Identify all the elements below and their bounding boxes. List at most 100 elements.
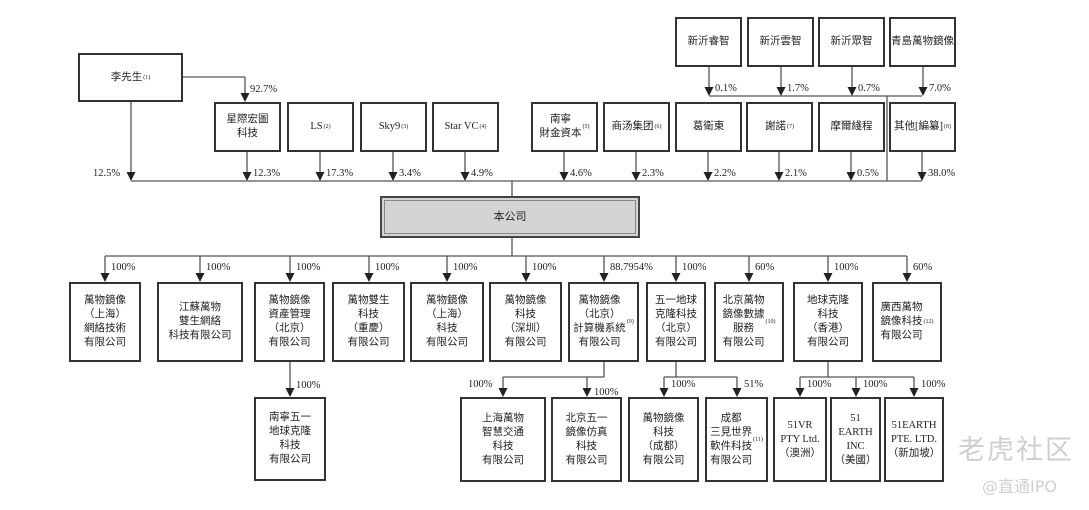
arrow-head <box>285 273 295 282</box>
ownership-percentage: 88.7954% <box>610 262 653 273</box>
top-holder-box: 新沂眾智 <box>818 17 885 67</box>
entity-name: 本公司 <box>493 211 527 223</box>
entity-name: 地球克隆 科技 （香港） 有限公司 <box>807 295 849 348</box>
footnote-ref: (5) <box>582 124 590 130</box>
entity-name: 李先生 <box>110 71 143 83</box>
footnote-ref: (3) <box>401 124 409 130</box>
footnote-ref: (2) <box>323 124 331 130</box>
founder-box: 李先生(1) <box>78 53 183 102</box>
ownership-percentage: 100% <box>296 262 321 273</box>
ownership-percentage: 7.0% <box>929 83 951 94</box>
entity-name: 上海萬物 智慧交通 科技 有限公司 <box>482 412 524 466</box>
ownership-percentage: 0.5% <box>857 168 879 179</box>
footnote-ref: (9) <box>626 319 634 325</box>
ownership-percentage: 4.6% <box>570 168 592 179</box>
arrow-head <box>902 273 912 282</box>
ownership-percentage: 4.9% <box>471 168 493 179</box>
subsidiary-box: 地球克隆 科技 （香港） 有限公司 <box>793 282 863 362</box>
ownership-percentage: 100% <box>453 262 478 273</box>
shareholder-box: LS(2) <box>287 102 354 152</box>
ownership-percentage: 60% <box>755 262 775 273</box>
second-level-subsidiary-box: 北京五一 鏡像仿真 科技 有限公司 <box>551 397 622 482</box>
arrow-head <box>599 273 609 282</box>
arrow-head <box>315 172 325 181</box>
shareholder-box: 星際宏圖 科技 <box>214 102 281 152</box>
arrow-head <box>774 172 784 181</box>
watermark-brand: 老虎社区 <box>958 435 1074 466</box>
ownership-percentage: 100% <box>206 262 231 273</box>
second-level-subsidiary-box: 上海萬物 智慧交通 科技 有限公司 <box>460 397 546 482</box>
entity-name: 新沂雲智 <box>759 36 802 47</box>
entity-name: 51VR PTY Ltd. （澳洲） <box>779 419 821 459</box>
shareholder-box: 南寧 財金資本(5) <box>531 102 598 152</box>
ownership-percentage: 100% <box>921 379 946 390</box>
subsidiary-box: 廣西萬物 鏡像科技 有限公司(12) <box>872 282 942 362</box>
ownership-percentage: 2.2% <box>714 168 736 179</box>
entity-name: 摩爾綫程 <box>830 121 873 132</box>
ownership-percentage: 100% <box>671 379 696 390</box>
top-holder-box: 新沂雲智 <box>747 17 814 67</box>
ownership-percentage: 51% <box>744 379 764 390</box>
ownership-percentage: 100% <box>532 262 557 273</box>
subsidiary-box: 萬物鏡像 （上海） 科技 有限公司 <box>410 282 484 362</box>
founder-direct-percentage: 12.5% <box>93 168 121 179</box>
entity-name: 商汤集团 <box>611 121 654 132</box>
second-level-subsidiary-box: 成都 三見世界 軟件科技 有限公司(11) <box>705 397 768 482</box>
shareholder-box: 摩爾綫程 <box>818 102 885 152</box>
top-holder-box: 青島萬物鏡像 <box>889 17 956 67</box>
ownership-percentage: 1.7% <box>787 83 809 94</box>
entity-name: 江蘇萬物 雙生網絡 科技有限公司 <box>168 302 232 341</box>
entity-name: 謝諾 <box>765 121 786 132</box>
arrow-head <box>823 273 833 282</box>
entity-name: 北京五一 鏡像仿真 科技 有限公司 <box>565 412 608 466</box>
arrow-head <box>285 388 295 397</box>
ownership-percentage: 100% <box>863 379 888 390</box>
subsidiary-box: 萬物鏡像 （北京） 計算機系統 有限公司(9) <box>568 282 639 362</box>
ownership-percentage: 100% <box>682 262 707 273</box>
footnote-ref: (10) <box>765 319 776 325</box>
entity-name: 萬物鏡像 科技 （深圳） 有限公司 <box>504 295 547 348</box>
ownership-percentage: 100% <box>834 262 859 273</box>
arrow-head <box>909 388 919 397</box>
entity-name: Star VC <box>444 121 479 132</box>
arrow-head <box>100 273 110 282</box>
second-level-subsidiary-box: 51VR PTY Ltd. （澳洲） <box>773 397 827 482</box>
ownership-percentage: 2.1% <box>785 168 807 179</box>
entity-name: 萬物鏡像 （上海） 網絡技術 有限公司 <box>84 295 126 348</box>
entity-name: 廣西萬物 鏡像科技 有限公司 <box>880 302 923 341</box>
arrow-head <box>498 388 508 397</box>
entity-name: 五一地球 克隆科技 （北京） 有限公司 <box>655 295 697 348</box>
arrow-head <box>795 388 805 397</box>
ownership-percentage: 100% <box>468 379 493 390</box>
arrow-head <box>240 93 250 102</box>
ownership-percentage: 3.4% <box>399 168 421 179</box>
entity-name: 星際宏圖 科技 <box>226 114 269 139</box>
second-level-subsidiary-box: 萬物鏡像 科技 （成都） 有限公司 <box>628 397 699 482</box>
subsidiary-box: 萬物鏡像 科技 （深圳） 有限公司 <box>489 282 562 362</box>
ownership-percentage: 100% <box>296 380 321 391</box>
arrow-head <box>388 172 398 181</box>
arrow-head <box>732 388 742 397</box>
arrow-head <box>195 273 205 282</box>
arrow-head <box>917 172 927 181</box>
shareholder-box: 葛衛東 <box>675 102 742 152</box>
entity-name: 新沂睿智 <box>687 36 730 47</box>
subsidiary-box: 萬物鏡像 資產管理 （北京） 有限公司 <box>254 282 325 362</box>
second-level-subsidiary-box: 南寧五一 地球克隆 科技 有限公司 <box>254 397 326 481</box>
ownership-percentage: 100% <box>807 379 832 390</box>
footnote-ref: (1) <box>143 74 151 81</box>
arrow-head <box>442 273 452 282</box>
arrow-head <box>846 172 856 181</box>
entity-name: Sky9 <box>378 121 401 132</box>
ownership-percentage: 60% <box>913 262 933 273</box>
entity-name: 成都 三見世界 軟件科技 有限公司 <box>710 412 753 466</box>
company-box: 本公司 <box>380 196 640 238</box>
shareholder-box: Star VC(4) <box>432 102 499 152</box>
entity-name: 萬物鏡像 （北京） 計算機系統 有限公司 <box>573 295 626 348</box>
entity-name: 萬物鏡像 （上海） 科技 有限公司 <box>426 295 468 348</box>
ownership-percentage: 100% <box>111 262 136 273</box>
entity-name: 萬物鏡像 科技 （成都） 有限公司 <box>642 412 685 466</box>
footnote-ref: (11) <box>753 436 763 443</box>
ownership-percentage: 0.7% <box>858 83 880 94</box>
